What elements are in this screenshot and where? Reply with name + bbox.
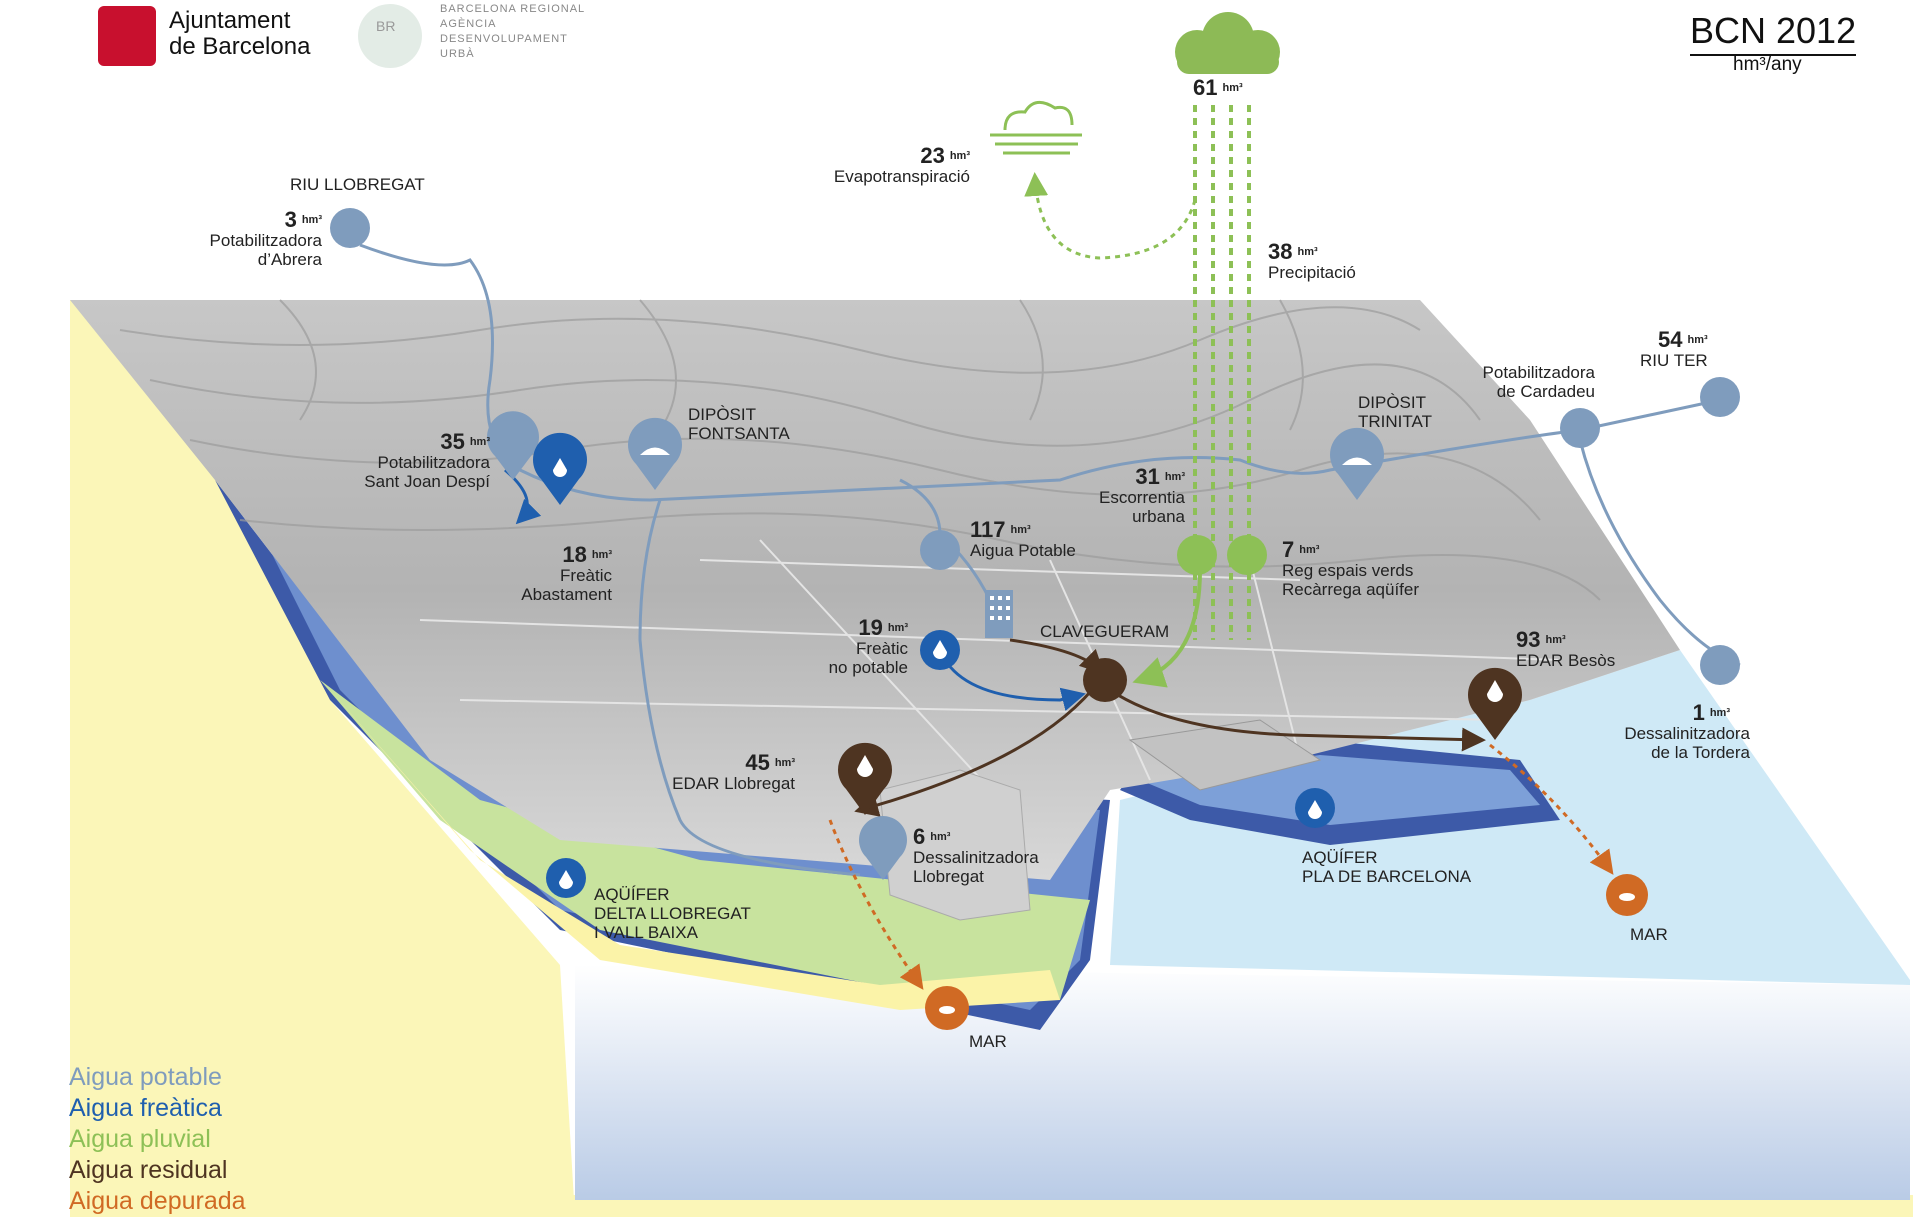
cardedeu-label: Potabilitzadora de Cardadeu xyxy=(1482,363,1595,401)
aquifer-pla-label: AQÜÍFER PLA DE BARCELONA xyxy=(1302,848,1472,886)
br-logo: BR xyxy=(358,4,422,68)
treated-water-lines xyxy=(828,743,1614,990)
br-line3: DESENVOLUPAMENT xyxy=(440,33,568,45)
port-llobregat xyxy=(879,769,1031,921)
mar-east-label: MAR xyxy=(1630,925,1668,944)
sand-bottom-strip xyxy=(560,1195,1913,1217)
br-agency-text: BARCELONA REGIONAL AGÈNCIA DESENVOLUPAME… xyxy=(440,2,585,62)
diposit-fontsanta-label: DIPÒSIT FONTSANTA xyxy=(688,405,790,443)
logo-line1: Ajuntament xyxy=(169,7,291,34)
aquifer-delta-label: AQÜÍFER DELTA LLOBREGAT I VALL BAIXA xyxy=(594,885,751,942)
br-line2: AGÈNCIA xyxy=(440,18,497,30)
legend-pluvial: Aigua pluvial xyxy=(69,1125,211,1153)
br-badge: BR xyxy=(376,18,396,34)
aquifer-delta-green xyxy=(320,680,1090,1000)
clavegueram-label: CLAVEGUERAM xyxy=(1040,622,1170,641)
aquifer-delta-sand xyxy=(330,690,1060,1010)
legend-depurada: Aigua depurada xyxy=(69,1187,246,1215)
br-line4: URBÀ xyxy=(440,48,475,60)
ajuntament-wordmark: Ajuntament de Barcelona xyxy=(169,8,310,60)
legend-freatica: Aigua freàtica xyxy=(69,1094,222,1122)
legend-potable: Aigua potable xyxy=(69,1063,222,1091)
legend-residual: Aigua residual xyxy=(69,1156,228,1184)
diagram-unit: hm³/any xyxy=(1733,54,1802,75)
evapotranspiration-arrow xyxy=(1024,172,1197,260)
diposit-trinitat-label: DIPÒSIT TRINITAT xyxy=(1358,393,1432,431)
cloud-icon xyxy=(1175,12,1280,74)
sea-block xyxy=(575,965,1910,1200)
ajuntament-logo xyxy=(98,6,156,66)
riu-llobregat-label: RIU LLOBREGAT xyxy=(290,175,425,194)
br-line1: BARCELONA REGIONAL xyxy=(440,3,586,15)
terrain-ridges xyxy=(119,299,1601,601)
diagram-title: BCN 2012 xyxy=(1690,10,1857,56)
logo-line2: de Barcelona xyxy=(169,33,311,60)
evapotranspiration-icon xyxy=(990,100,1082,155)
sand-slab-face xyxy=(70,300,575,1217)
pin-glyphs xyxy=(553,447,1635,1014)
pluvial-water-lines xyxy=(1132,569,1202,688)
mar-west-label: MAR xyxy=(969,1032,1007,1051)
